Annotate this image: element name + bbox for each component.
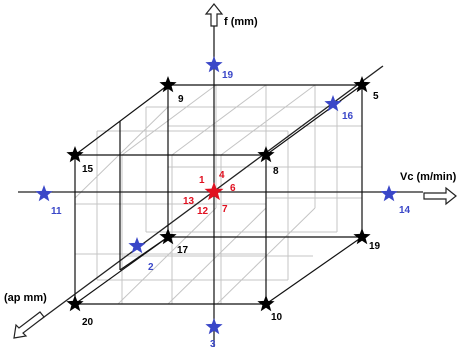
point-label: 17 xyxy=(177,245,189,256)
point-label: 8 xyxy=(273,166,279,177)
design-points xyxy=(35,56,398,335)
point-label: 19 xyxy=(222,70,234,81)
corner-point-star-icon xyxy=(66,146,84,163)
grid-lines xyxy=(74,84,362,305)
point-label: 14 xyxy=(399,205,411,216)
center-label: 12 xyxy=(197,206,209,217)
corner-point-star-icon xyxy=(66,295,84,312)
axial-point-star-icon xyxy=(205,318,223,335)
point-label: 15 xyxy=(82,164,94,175)
center-point-star-icon xyxy=(204,182,224,201)
corner-point-star-icon xyxy=(353,76,371,93)
corner-point-star-icon xyxy=(159,76,177,93)
axial-point-star-icon xyxy=(128,237,146,254)
point-label: 9 xyxy=(178,94,184,105)
axial-point-star-icon xyxy=(35,185,53,202)
corner-point-star-icon xyxy=(353,228,371,245)
point-label: 5 xyxy=(373,91,379,102)
point-label: 20 xyxy=(82,317,94,328)
corner-point-star-icon xyxy=(257,146,275,163)
point-label: 2 xyxy=(148,262,154,273)
vc-axis-label: Vc (m/min) xyxy=(400,171,457,183)
corner-point-star-icon xyxy=(159,228,177,245)
axial-point-star-icon xyxy=(380,185,398,202)
ap-axis-label: (ap mm) xyxy=(4,292,47,304)
cube-edges xyxy=(74,84,363,305)
axial-point-star-icon xyxy=(205,56,223,73)
center-label: 7 xyxy=(222,204,228,215)
axis-arrows xyxy=(13,3,457,339)
point-label: 16 xyxy=(342,111,354,122)
point-label: 11 xyxy=(51,206,62,217)
center-label: 6 xyxy=(230,183,236,194)
point-label: 19 xyxy=(369,241,381,252)
center-label: 1 xyxy=(199,175,205,186)
corner-point-star-icon xyxy=(257,295,275,312)
point-label: 10 xyxy=(271,312,283,323)
axial-point-star-icon xyxy=(324,95,342,112)
point-label: 3 xyxy=(210,339,216,350)
point-labels: 9 5 15 8 17 19 20 10 19 16 11 14 2 3 1 4… xyxy=(51,70,411,350)
center-label: 13 xyxy=(183,196,195,207)
center-label: 4 xyxy=(219,170,225,181)
vc-axis-arrow-icon xyxy=(423,186,457,206)
f-axis-label: f (mm) xyxy=(224,16,258,28)
f-axis-arrow-icon xyxy=(204,3,224,27)
ap-axis-arrow-icon xyxy=(13,311,45,339)
